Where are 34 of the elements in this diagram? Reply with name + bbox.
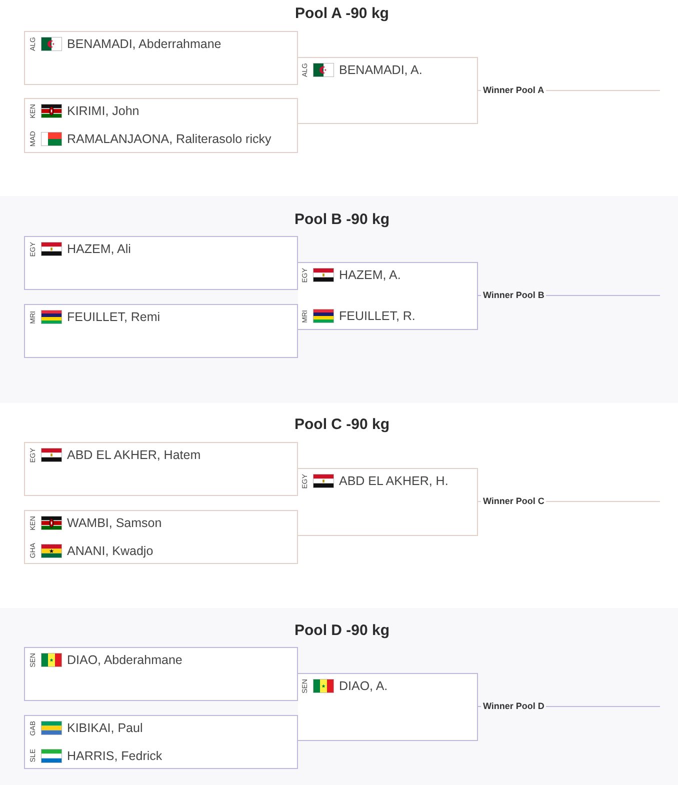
athlete-name: FEUILLET, Remi [67,309,160,325]
athlete-name: ABD EL AKHER, H. [339,473,448,489]
match-box [24,236,298,290]
pool-heading: Pool B -90 kg [294,211,390,229]
athlete-name: HAZEM, Ali [67,241,131,257]
athlete-name: KIBIKAI, Paul [67,720,143,736]
pool-section [0,608,678,785]
winner-box [298,57,478,124]
match-box [24,647,298,701]
athlete-name: ABD EL AKHER, Hatem [67,447,201,463]
athlete-name: FEUILLET, R. [339,308,416,324]
winner-box [298,673,478,741]
pool-heading: Pool C -90 kg [294,416,390,434]
athlete-name: ANANI, Kwadjo [67,543,154,559]
match-box [24,442,298,496]
match-box [24,98,298,153]
pool-section [0,196,678,403]
athlete-name: RAMALANJAONA, Raliterasolo ricky [67,131,272,147]
athlete-name: KIRIMI, John [67,103,140,119]
pool-heading: Pool D -90 kg [294,622,390,640]
winner-box [298,468,478,536]
athlete-name: HAZEM, A. [339,267,401,283]
pool-heading: Pool A -90 kg [295,5,389,23]
match-box [24,31,298,85]
athlete-name: HARRIS, Fedrick [67,748,162,764]
athlete-name: BENAMADI, A. [339,62,422,78]
match-box [24,510,298,564]
athlete-name: DIAO, Abderahmane [67,652,182,668]
athlete-name: WAMBI, Samson [67,515,162,531]
match-box [24,304,298,358]
athlete-name: DIAO, A. [339,678,388,694]
athlete-name: BENAMADI, Abderrahmane [67,36,222,52]
match-box [24,715,298,769]
winner-box [298,262,478,330]
